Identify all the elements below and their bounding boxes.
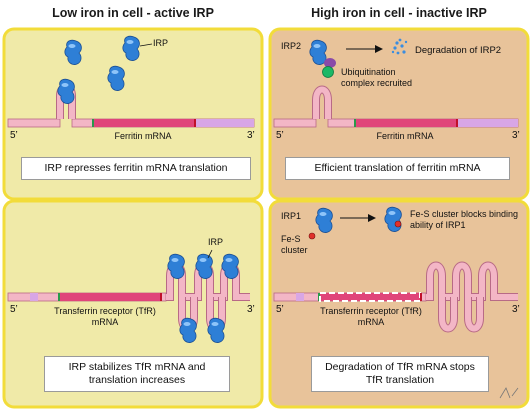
three-prime-end: 3’	[512, 304, 520, 315]
panel-bottom-right	[268, 199, 530, 409]
left-column-title: Low iron in cell - active IRP	[52, 6, 214, 20]
three-prime-end: 3’	[512, 130, 520, 141]
ubiquitin-complex-icon	[322, 58, 336, 78]
three-prime-end: 3’	[247, 130, 255, 141]
five-prime-end: 5’	[276, 304, 284, 315]
tfr-mrna-label: Transferrin receptor (TfR) mRNA	[54, 306, 156, 327]
fe-s-cluster-icon	[308, 232, 316, 240]
fe-s-cluster-icon	[394, 220, 402, 228]
irp-label: IRP	[208, 237, 224, 247]
caption-bottom-left: IRP stabilizes TfR mRNA and translation …	[44, 356, 230, 392]
three-prime-end: 3’	[247, 304, 255, 315]
caption-bottom-right: Degradation of TfR mRNA stops TfR transl…	[311, 356, 489, 392]
tfr-mrna-right	[273, 261, 518, 333]
caption-top-left: IRP represses ferritin mRNA translation	[21, 157, 251, 180]
panel-top-left	[2, 27, 264, 201]
five-prime-end: 5’	[10, 304, 18, 315]
irp-label: IRP	[153, 38, 169, 48]
five-prime-end: 5’	[276, 130, 284, 141]
irp1-label: IRP1	[281, 211, 302, 221]
degradation-label: Degradation of IRP2	[415, 45, 502, 56]
fe-s-blocks-label: Fe-S cluster blocks binding ability of I…	[410, 209, 519, 230]
artist-signature	[499, 387, 519, 399]
ferritin-mrna-right	[273, 85, 519, 128]
tfr-mrna-label: Transferrin receptor (TfR) mRNA	[320, 306, 422, 327]
ferritin-mrna-label: Ferritin mRNA	[114, 131, 172, 141]
degraded-fragments-icon	[391, 38, 408, 55]
five-prime-end: 5’	[10, 130, 18, 141]
caption-top-right: Efficient translation of ferritin mRNA	[285, 157, 510, 180]
panel-bottom-left	[2, 199, 264, 409]
irp2-label: IRP2	[281, 41, 302, 51]
ferritin-mrna-label: Ferritin mRNA	[376, 131, 434, 141]
right-column-title: High iron in cell - inactive IRP	[311, 6, 487, 20]
ubiquitination-label: Ubiquitination complex recruited	[341, 67, 413, 88]
fe-s-cluster-label: Fe-S cluster	[281, 234, 308, 255]
panel-top-right	[268, 27, 530, 201]
